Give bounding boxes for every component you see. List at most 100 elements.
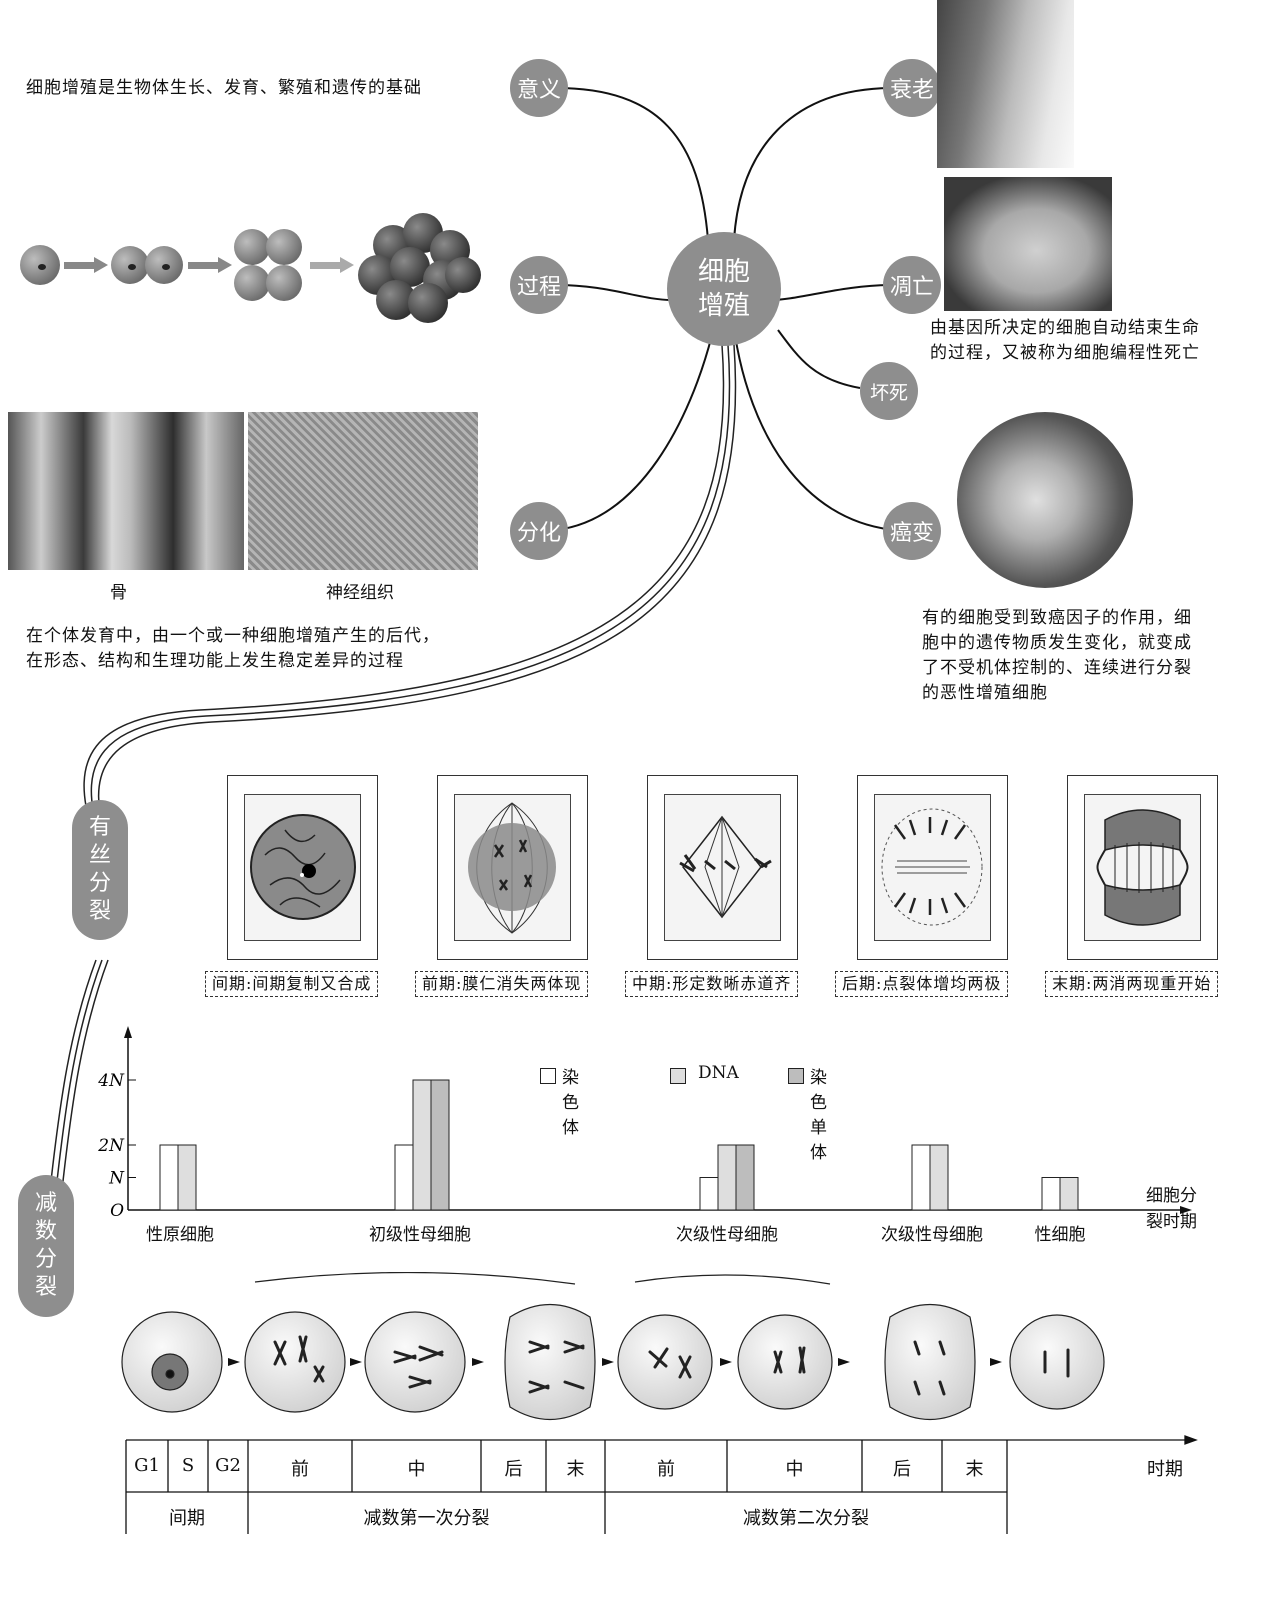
bar-0-2 xyxy=(699,1177,719,1211)
timeline-group-meiosis1: 减数第一次分裂 xyxy=(363,1508,490,1529)
mitosis-frame-metaphase xyxy=(647,775,798,960)
meiosis-node-char-4: 裂 xyxy=(34,1275,57,1300)
category-label-2: 次级性母细胞 xyxy=(676,1225,778,1245)
bar-1-2 xyxy=(717,1144,737,1211)
bar-1-4 xyxy=(1059,1177,1079,1211)
meiosis-node-char-3: 分 xyxy=(34,1247,57,1272)
node-apoptosis[interactable]: 凋亡 xyxy=(883,256,941,314)
legend-label-chromatid: 染色单体 xyxy=(810,1068,827,1163)
legend-label-chromosome: 染色体 xyxy=(562,1068,579,1138)
category-label-1: 初级性母细胞 xyxy=(369,1225,471,1245)
bone-photo xyxy=(8,412,244,570)
nerve-tissue-photo xyxy=(248,412,478,570)
bar-0-0 xyxy=(159,1144,179,1211)
center-node[interactable]: 细胞 增殖 xyxy=(667,232,781,346)
x-axis-label: 细胞分 裂时期 xyxy=(1146,1183,1197,1235)
y-tick-label-0: 4N xyxy=(97,1071,125,1091)
legend-swatch-chromosome xyxy=(540,1068,556,1084)
cancer-text: 有的细胞受到致癌因子的作用，细 胞中的遗传物质发生变化，就变成 了不受机体控制的… xyxy=(922,606,1192,706)
y-tick-label-3: O xyxy=(110,1201,124,1221)
bar-2-1 xyxy=(430,1079,450,1211)
cancer-text-line3: 了不受机体控制的、连续进行分裂 xyxy=(922,658,1192,678)
bar-1-1 xyxy=(412,1079,432,1211)
timeline-m1-anaphase: 后 xyxy=(504,1459,523,1480)
differentiation-text-line1: 在个体发育中，由一个或一种细胞增殖产生的后代， xyxy=(26,626,440,646)
cancer-cell-photo xyxy=(957,412,1133,588)
bar-0-4 xyxy=(1041,1177,1061,1211)
differentiation-text-line2: 在形态、结构和生理功能上发生稳定差异的过程 xyxy=(26,651,404,671)
timeline-g2: G2 xyxy=(215,1455,241,1476)
x-axis-label-line1: 细胞分 xyxy=(1146,1186,1197,1206)
timeline-m1-prophase: 前 xyxy=(291,1459,309,1480)
legend-swatch-chromatid xyxy=(788,1068,804,1084)
node-process[interactable]: 过程 xyxy=(510,256,568,314)
category-label-3: 次级性母细胞 xyxy=(881,1225,983,1245)
apoptosis-text-line2: 的过程，又被称为细胞编程性死亡 xyxy=(930,343,1200,363)
apoptosis-text-line1: 由基因所决定的细胞自动结束生命 xyxy=(930,318,1200,338)
node-differentiation[interactable]: 分化 xyxy=(510,502,568,560)
mitosis-phase-label-telophase: 末期:两消两现重开始 xyxy=(1045,971,1219,997)
meaning-text: 细胞增殖是生物体生长、发育、繁殖和遗传的基础 xyxy=(26,78,422,98)
timeline-m2-anaphase: 后 xyxy=(893,1459,911,1480)
chart-axes xyxy=(124,1026,1192,1214)
meiosis-bar-chart: 4N 2N NO xyxy=(97,1026,1192,1221)
timeline-g1: G1 xyxy=(134,1455,160,1476)
mitosis-phase-label-metaphase: 中期:形定数晰赤道齐 xyxy=(625,971,799,997)
cell-division-process-illustration xyxy=(20,213,481,323)
timeline-m2-telophase: 末 xyxy=(965,1459,984,1480)
timeline-group-meiosis2: 减数第二次分裂 xyxy=(743,1508,869,1529)
center-node-line1: 细胞 xyxy=(697,257,750,287)
mitosis-frame-prophase xyxy=(437,775,588,960)
bone-label: 骨 xyxy=(110,583,127,603)
cancer-text-line2: 胞中的遗传物质发生变化，就变成 xyxy=(922,633,1192,653)
timeline-group-interphase: 间期 xyxy=(169,1508,205,1529)
timeline-m2-prophase: 前 xyxy=(657,1459,675,1480)
mitosis-frame-telophase xyxy=(1067,775,1218,960)
cancer-text-line4: 的恶性增殖细胞 xyxy=(922,683,1048,703)
mitosis-node-char-1: 有 xyxy=(88,815,111,840)
node-cancer[interactable]: 癌变 xyxy=(883,502,941,560)
bar-2-2 xyxy=(735,1144,755,1211)
meiosis-node-char-1: 减 xyxy=(34,1191,57,1216)
node-meaning[interactable]: 意义 xyxy=(510,59,568,117)
mitosis-node-char-4: 裂 xyxy=(88,899,111,924)
x-axis-label-line2: 裂时期 xyxy=(1146,1212,1197,1232)
mitosis-phase-label-interphase: 间期:间期复制又合成 xyxy=(205,971,379,997)
mitosis-frame-anaphase xyxy=(857,775,1008,960)
y-tick-label-1: 2N xyxy=(97,1136,125,1156)
center-node-line2: 增殖 xyxy=(697,291,750,321)
meiosis-cells-illustration xyxy=(121,1272,1105,1421)
cancer-text-line1: 有的细胞受到致癌因子的作用，细 xyxy=(922,608,1192,628)
apoptosis-text: 由基因所决定的细胞自动结束生命 的过程，又被称为细胞编程性死亡 xyxy=(930,316,1200,366)
aging-face-photo xyxy=(937,0,1074,168)
legend-swatch-dna xyxy=(670,1068,686,1084)
meiosis-timeline xyxy=(125,1435,1198,1534)
category-label-4: 性细胞 xyxy=(1034,1225,1086,1245)
mitosis-node-char-2: 丝 xyxy=(88,843,111,868)
node-mitosis[interactable]: 有 丝 分 裂 xyxy=(72,800,128,940)
node-meiosis[interactable]: 减 数 分 裂 xyxy=(18,1175,74,1317)
bar-1-3 xyxy=(929,1144,949,1211)
mitosis-phase-label-prophase: 前期:膜仁消失两体现 xyxy=(415,971,589,997)
bar-1-0 xyxy=(177,1144,197,1211)
timeline-m1-telophase: 末 xyxy=(566,1459,585,1480)
mitosis-frame-interphase xyxy=(227,775,378,960)
category-label-0: 性原细胞 xyxy=(146,1225,214,1245)
node-aging[interactable]: 衰老 xyxy=(883,59,941,117)
meiosis-node-char-2: 数 xyxy=(34,1219,57,1244)
mitosis-phase-label-anaphase: 后期:点裂体增均两极 xyxy=(835,971,1009,997)
timeline-m1-metaphase: 中 xyxy=(407,1459,426,1480)
nerve-tissue-label: 神经组织 xyxy=(326,583,394,603)
apoptosis-hand-photo xyxy=(944,177,1112,311)
timeline-axis-label: 时期 xyxy=(1147,1459,1183,1480)
chart-category-labels: 性原细胞 初级性母细胞 次级性母细胞 次级性母细胞 性细胞 xyxy=(0,1220,1280,1246)
legend-label-dna: DNA xyxy=(698,1063,739,1083)
bar-0-3 xyxy=(911,1144,931,1211)
mitosis-node-char-3: 分 xyxy=(88,871,111,896)
bar-0-1 xyxy=(394,1144,414,1211)
y-tick-label-2: N xyxy=(108,1169,125,1189)
timeline-s: S xyxy=(181,1455,195,1476)
differentiation-text: 在个体发育中，由一个或一种细胞增殖产生的后代， 在形态、结构和生理功能上发生稳定… xyxy=(26,624,440,674)
node-necrosis[interactable]: 坏死 xyxy=(860,362,918,420)
